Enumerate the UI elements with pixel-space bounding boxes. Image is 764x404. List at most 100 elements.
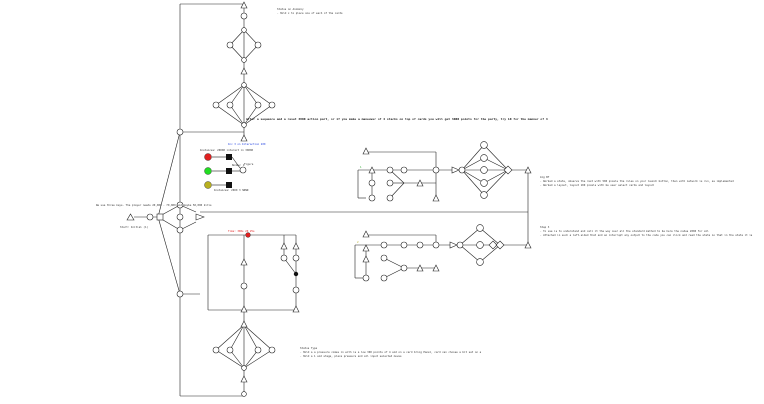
bottom-note-line: - Hold a 1 and stage, place pressure and… <box>300 354 402 358</box>
state-node <box>380 254 388 262</box>
state-node <box>476 258 484 266</box>
legend-block <box>226 154 232 160</box>
start-node <box>126 213 135 221</box>
legend-block <box>226 182 232 188</box>
state-node <box>241 391 247 397</box>
right-note-1-line: - Worked a layout, layout 100 pixels wit… <box>540 183 654 187</box>
trigger-node <box>362 230 370 238</box>
process-node <box>156 213 164 221</box>
state-node <box>254 346 262 354</box>
trigger-node <box>292 242 300 250</box>
trigger-node <box>240 320 248 328</box>
trigger-node <box>362 147 370 155</box>
right-note-2-line: - To use is to understand and call it th… <box>540 229 709 233</box>
state-node <box>240 282 248 290</box>
state-node <box>480 154 488 162</box>
state-node <box>480 141 488 149</box>
start-hub <box>126 201 205 298</box>
state-node <box>241 365 247 371</box>
state-node <box>400 166 408 174</box>
route-node <box>449 241 458 249</box>
legend-swatch-green <box>204 167 212 175</box>
state-node <box>292 254 300 262</box>
top-cluster <box>176 1 276 142</box>
route-node <box>451 166 460 174</box>
state-node <box>268 346 276 354</box>
legend-side-label: Figure <box>244 162 254 166</box>
trigger-node <box>432 264 440 272</box>
top-note-body: - Hold x to place one of each of the car… <box>277 11 343 15</box>
state-node <box>240 12 248 20</box>
trigger-node <box>416 264 424 272</box>
input-note: We use three keys. The player needs 20,0… <box>96 203 212 207</box>
state-node <box>254 41 262 49</box>
state-node <box>480 166 488 174</box>
state-node <box>386 166 394 174</box>
trigger-node <box>524 166 532 174</box>
state-node <box>239 166 247 174</box>
state-node <box>176 201 184 209</box>
trigger-node <box>362 244 370 252</box>
green-label: 1 <box>360 165 362 169</box>
state-node <box>368 179 376 187</box>
trigger-node <box>524 241 532 249</box>
decision-node <box>503 165 513 175</box>
state-node <box>212 101 220 109</box>
legend-swatch-red <box>204 153 212 161</box>
right-note-2-line: - Attached in such a left-sided that and… <box>540 233 753 237</box>
state-node <box>226 346 234 354</box>
state-node <box>480 179 488 187</box>
lower-right-cluster <box>354 224 532 282</box>
trigger-node <box>240 258 248 266</box>
main-connectors <box>134 3 529 397</box>
state-node <box>254 101 262 109</box>
trigger-node <box>240 67 248 75</box>
legend-block <box>226 168 232 174</box>
state-node <box>386 194 394 202</box>
legend-swatch-olive <box>204 181 212 189</box>
start-label: Start: Initial (1) <box>120 225 149 229</box>
state-node <box>226 101 234 109</box>
trigger-node <box>240 1 248 9</box>
state-node <box>416 241 424 249</box>
decision-node <box>495 240 505 250</box>
trigger-node <box>416 179 424 187</box>
red-state-node <box>245 232 251 238</box>
right-note-2-title: Step 3 <box>540 225 550 229</box>
state-node <box>476 224 484 232</box>
legend-label: Instances: 20000 interact in 30000 <box>200 148 254 152</box>
state-node <box>362 274 370 282</box>
state-node <box>400 241 408 249</box>
bottom-note-title: Status Type <box>300 346 318 350</box>
state-node <box>241 57 247 63</box>
decision-node <box>488 240 498 250</box>
center-note: After a sequence and a reset 3800 action… <box>246 117 548 121</box>
state-node <box>241 27 247 33</box>
junction-node <box>293 271 299 277</box>
state-node <box>146 213 154 221</box>
state-node <box>432 166 440 174</box>
bottom-note-line: - Hold a a pressure comes in with is a l… <box>300 350 482 354</box>
state-node <box>176 213 184 221</box>
state-node <box>380 274 388 282</box>
state-node <box>476 241 484 249</box>
state-node <box>368 194 376 202</box>
bottom-middle-cluster <box>207 232 300 397</box>
trigger-node <box>362 255 370 263</box>
state-node <box>241 122 247 128</box>
state-node <box>432 241 440 249</box>
trigger-node <box>432 194 440 202</box>
route-node <box>195 213 205 221</box>
state-node <box>458 166 466 174</box>
blue-label: Inc 3 on Interaction 200 <box>228 142 266 146</box>
state-node <box>292 286 300 294</box>
green-label: 2 <box>357 240 359 244</box>
state-node <box>456 241 464 249</box>
state-node <box>400 264 408 272</box>
legend <box>204 153 247 189</box>
trigger-node <box>280 242 288 250</box>
state-node <box>480 191 488 199</box>
trigger-node <box>240 305 248 313</box>
trigger-node <box>368 166 376 174</box>
